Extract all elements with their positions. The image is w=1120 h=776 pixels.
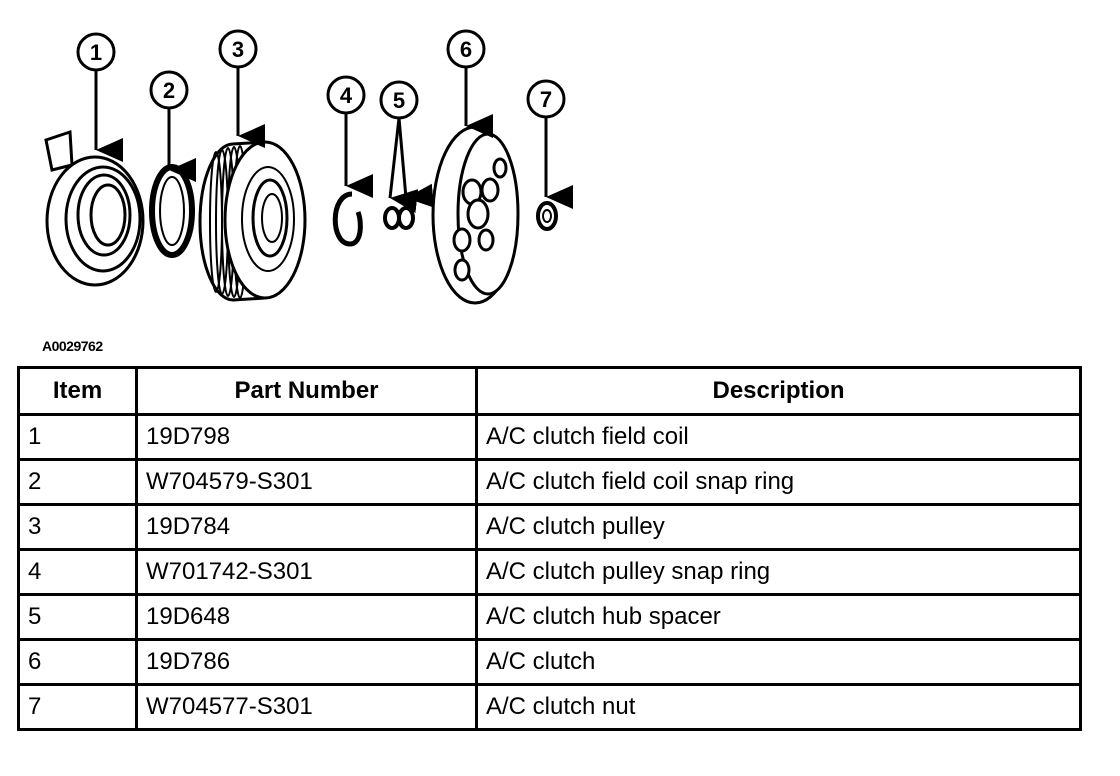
callout-7-circle xyxy=(526,79,566,119)
part-number-cell: W704579-S301 xyxy=(135,458,478,506)
header-item: Item xyxy=(17,366,138,416)
hub-spacer-part xyxy=(383,206,415,230)
callout-3-label: 3 xyxy=(232,37,244,62)
clutch-nut-part xyxy=(536,201,558,231)
header-description: Description xyxy=(475,366,1082,416)
pulley-snap-ring-part xyxy=(332,191,363,247)
description-cell: A/C clutch pulley xyxy=(475,503,1082,551)
description-cell: A/C clutch field coil snap ring xyxy=(475,458,1082,506)
header-part-number: Part Number xyxy=(135,366,478,416)
description-cell: A/C clutch hub spacer xyxy=(475,593,1082,641)
description-cell: A/C clutch nut xyxy=(475,683,1082,731)
table-row: 6 19D786 A/C clutch xyxy=(17,638,1082,686)
table-row: 4 W701742-S301 A/C clutch pulley snap ri… xyxy=(17,548,1082,596)
item-cell: 4 xyxy=(17,548,138,596)
callout-6-label: 6 xyxy=(460,37,472,62)
exploded-parts-diagram: 1 2 3 4 5 6 7 xyxy=(44,29,573,305)
figure-id-label: A0029762 xyxy=(42,338,103,354)
table-row: 1 19D798 A/C clutch field coil xyxy=(17,413,1082,461)
clutch-plate-part xyxy=(431,125,520,305)
callout-7-label: 7 xyxy=(540,87,552,112)
table-header-row: Item Part Number Description xyxy=(17,366,1082,416)
callout-2-circle xyxy=(149,70,189,110)
callout-4-circle xyxy=(326,75,366,115)
parts-table: Item Part Number Description 1 19D798 A/… xyxy=(17,366,1082,731)
item-cell: 2 xyxy=(17,458,138,506)
description-cell: A/C clutch pulley snap ring xyxy=(475,548,1082,596)
part-number-cell: W704577-S301 xyxy=(135,683,478,731)
table-row: 3 19D784 A/C clutch pulley xyxy=(17,503,1082,551)
clutch-pulley-part xyxy=(198,140,307,302)
table-row: 2 W704579-S301 A/C clutch field coil sna… xyxy=(17,458,1082,506)
description-cell: A/C clutch field coil xyxy=(475,413,1082,461)
part-number-cell: 19D786 xyxy=(135,638,478,686)
callout-4-label: 4 xyxy=(340,83,353,108)
part-number-cell: W701742-S301 xyxy=(135,548,478,596)
callout-5-circle xyxy=(379,80,419,120)
item-cell: 3 xyxy=(17,503,138,551)
callout-6-circle xyxy=(446,29,486,69)
description-cell: A/C clutch xyxy=(475,638,1082,686)
item-cell: 6 xyxy=(17,638,138,686)
callout-1-label: 1 xyxy=(90,40,102,65)
callout-5-label: 5 xyxy=(393,88,405,113)
callout-5-leader-b xyxy=(397,117,434,208)
part-number-cell: 19D648 xyxy=(135,593,478,641)
table-row: 5 19D648 A/C clutch hub spacer xyxy=(17,593,1082,641)
callout-3-circle xyxy=(218,29,258,69)
callout-2-label: 2 xyxy=(163,78,175,103)
callout-1-circle xyxy=(76,32,116,72)
item-cell: 1 xyxy=(17,413,138,461)
field-coil-snap-ring-part xyxy=(149,164,195,258)
item-cell: 7 xyxy=(17,683,138,731)
callout-5-leader-a xyxy=(388,117,419,213)
item-cell: 5 xyxy=(17,593,138,641)
part-number-cell: 19D798 xyxy=(135,413,478,461)
field-coil-part xyxy=(44,129,145,287)
part-number-cell: 19D784 xyxy=(135,503,478,551)
table-row: 7 W704577-S301 A/C clutch nut xyxy=(17,683,1082,731)
